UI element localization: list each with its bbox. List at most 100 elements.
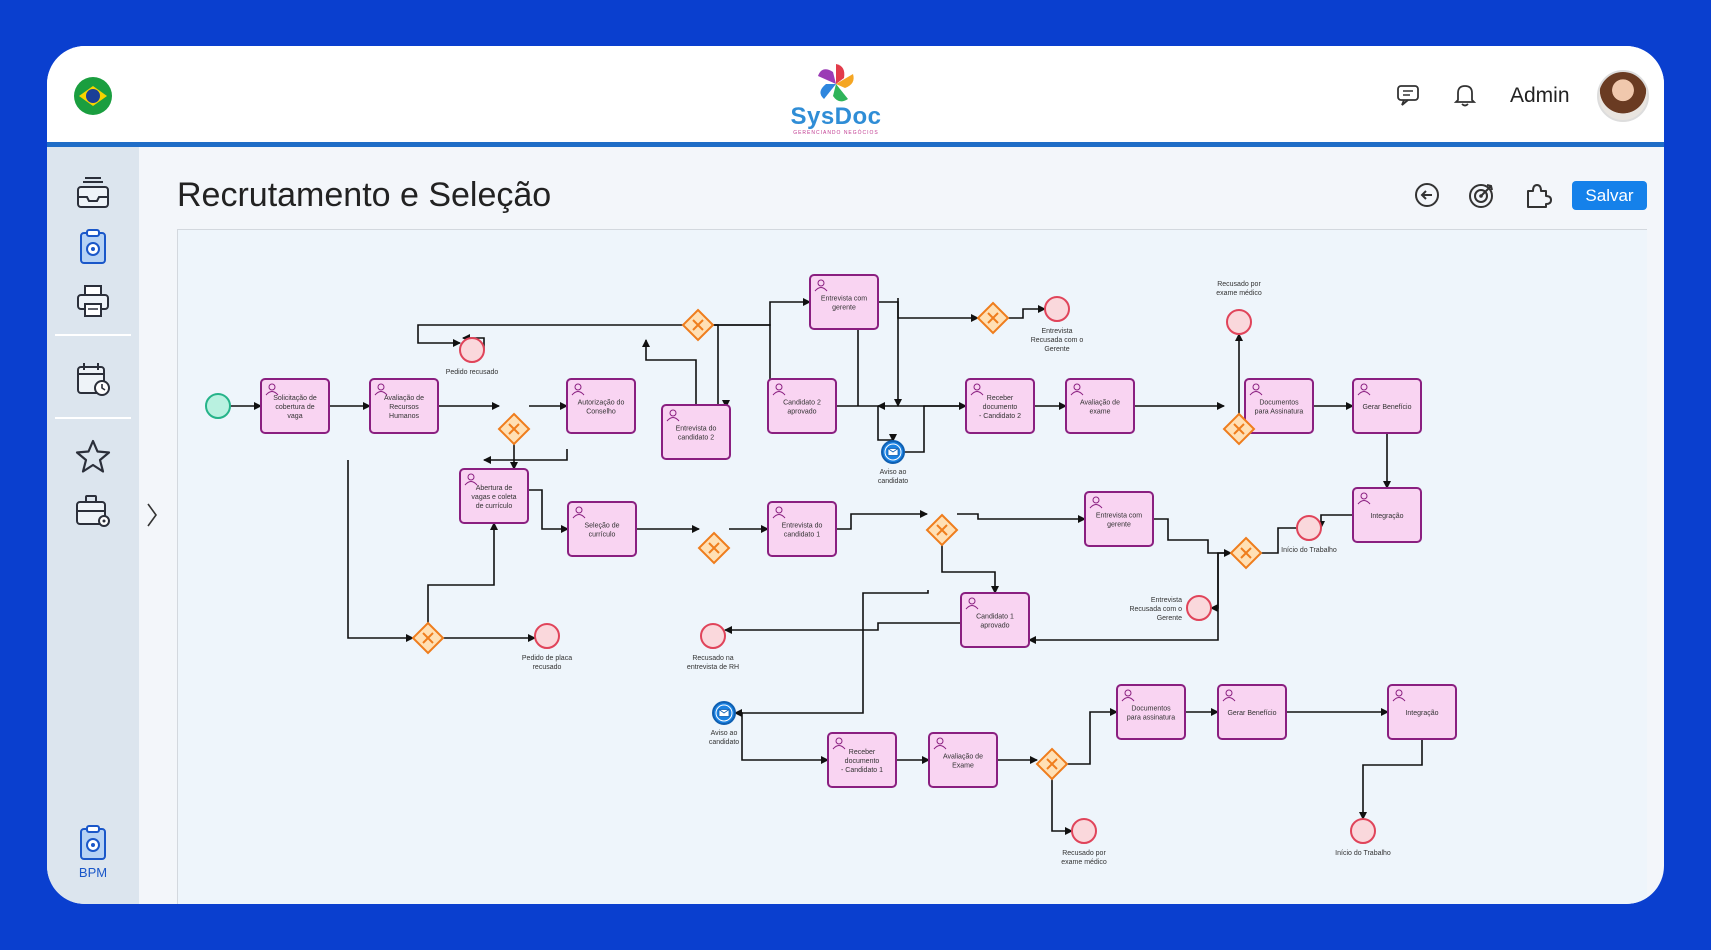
exclusive-gateway[interactable] bbox=[925, 513, 959, 547]
bpm-clipboard-icon[interactable] bbox=[73, 823, 113, 863]
task-t-gerar-beneficio-bot[interactable]: Gerar Benefício bbox=[1217, 684, 1287, 740]
target-icon[interactable] bbox=[1467, 180, 1497, 210]
sequence-flow[interactable] bbox=[724, 622, 961, 634]
sequence-flow[interactable] bbox=[1210, 553, 1219, 612]
printer-icon[interactable] bbox=[73, 281, 113, 321]
exclusive-gateway[interactable] bbox=[681, 308, 715, 342]
event-label: Recusada com o bbox=[1129, 606, 1182, 613]
calendar-clock-icon[interactable] bbox=[73, 359, 113, 399]
user-task-icon bbox=[666, 409, 680, 422]
sequence-flow[interactable] bbox=[957, 513, 1086, 523]
task-t-integracao-top[interactable]: Integração bbox=[1352, 487, 1422, 543]
star-icon[interactable] bbox=[73, 437, 113, 477]
task-label: de currículo bbox=[476, 503, 513, 510]
task-t-gerar-beneficio-top[interactable]: Gerar Benefício bbox=[1352, 378, 1422, 434]
task-label: Receber bbox=[987, 395, 1014, 402]
sequence-flow[interactable] bbox=[713, 298, 811, 326]
sequence-flow[interactable] bbox=[347, 460, 414, 642]
sequence-flow[interactable] bbox=[427, 522, 498, 623]
sequence-flow[interactable] bbox=[878, 301, 979, 322]
end-event-e-pedido-recusado[interactable]: Pedido recusado bbox=[446, 337, 499, 376]
exclusive-gateway[interactable] bbox=[1229, 536, 1263, 570]
event-label: Pedido de placa bbox=[522, 655, 572, 662]
user-task-icon bbox=[1089, 496, 1103, 509]
sidebar-item-bpm-label[interactable]: BPM bbox=[78, 865, 108, 880]
save-button[interactable]: Salvar bbox=[1572, 181, 1647, 210]
chat-icon[interactable] bbox=[1394, 80, 1424, 110]
notification-bell-icon[interactable] bbox=[1450, 80, 1480, 110]
sequence-flow[interactable] bbox=[736, 712, 829, 764]
exclusive-gateway[interactable] bbox=[497, 412, 531, 446]
exclusive-gateway[interactable] bbox=[1222, 412, 1256, 446]
exclusive-gateway[interactable] bbox=[976, 301, 1010, 335]
sequence-flow[interactable] bbox=[1028, 552, 1231, 644]
event-label: Entrevista bbox=[1041, 328, 1072, 335]
task-label: Candidato 1 bbox=[976, 614, 1014, 621]
user-name[interactable]: Admin bbox=[1510, 84, 1570, 107]
exclusive-gateway[interactable] bbox=[1035, 747, 1069, 781]
end-event-e-inicio-trabalho-top[interactable]: Início do Trabalho bbox=[1281, 515, 1337, 554]
sequence-flow[interactable] bbox=[1051, 779, 1073, 835]
task-label: Exame bbox=[952, 763, 974, 770]
task-label: vagas e coleta bbox=[471, 494, 516, 501]
exclusive-gateway[interactable] bbox=[697, 531, 731, 565]
sequence-flow[interactable] bbox=[642, 339, 697, 405]
inbox-tray-icon[interactable] bbox=[73, 173, 113, 213]
sequence-flow[interactable] bbox=[483, 449, 568, 464]
end-event-e-inicio-trabalho-bot[interactable]: Início do Trabalho bbox=[1335, 818, 1391, 857]
user-task-icon bbox=[1121, 689, 1135, 702]
sequence-flow[interactable] bbox=[713, 324, 730, 408]
task-t-integracao-bot[interactable]: Integração bbox=[1387, 684, 1457, 740]
puzzle-plugin-icon[interactable] bbox=[1522, 180, 1552, 210]
logo-subtitle: GERENCIANDO NEGÓCIOS bbox=[793, 130, 879, 136]
exclusive-gateway[interactable] bbox=[411, 621, 445, 655]
briefcase-settings-icon[interactable] bbox=[73, 490, 113, 530]
sequence-flow[interactable] bbox=[904, 402, 967, 453]
sequence-flow[interactable] bbox=[1153, 518, 1232, 557]
language-flag-icon[interactable] bbox=[74, 77, 112, 115]
user-task-icon bbox=[965, 597, 979, 610]
task-label: Humanos bbox=[389, 413, 419, 420]
sequence-flow[interactable] bbox=[1359, 739, 1423, 820]
sequence-flow[interactable] bbox=[1008, 305, 1046, 319]
start-event[interactable] bbox=[205, 393, 231, 419]
sequence-flow[interactable] bbox=[836, 405, 897, 442]
process-settings-clipboard-icon[interactable] bbox=[73, 227, 113, 267]
sidebar-expand-chevron-icon[interactable] bbox=[144, 500, 160, 530]
sequence-flow[interactable] bbox=[417, 324, 683, 347]
back-arrow-icon[interactable] bbox=[1412, 180, 1442, 210]
sequence-flow[interactable] bbox=[1317, 514, 1353, 529]
sequence-flow[interactable] bbox=[1067, 708, 1118, 765]
sequence-flow[interactable] bbox=[734, 590, 929, 717]
sequence-flow[interactable] bbox=[528, 489, 569, 533]
user-avatar[interactable] bbox=[1597, 70, 1649, 122]
sequence-flow[interactable] bbox=[941, 545, 999, 594]
sequence-flow[interactable] bbox=[836, 510, 928, 530]
